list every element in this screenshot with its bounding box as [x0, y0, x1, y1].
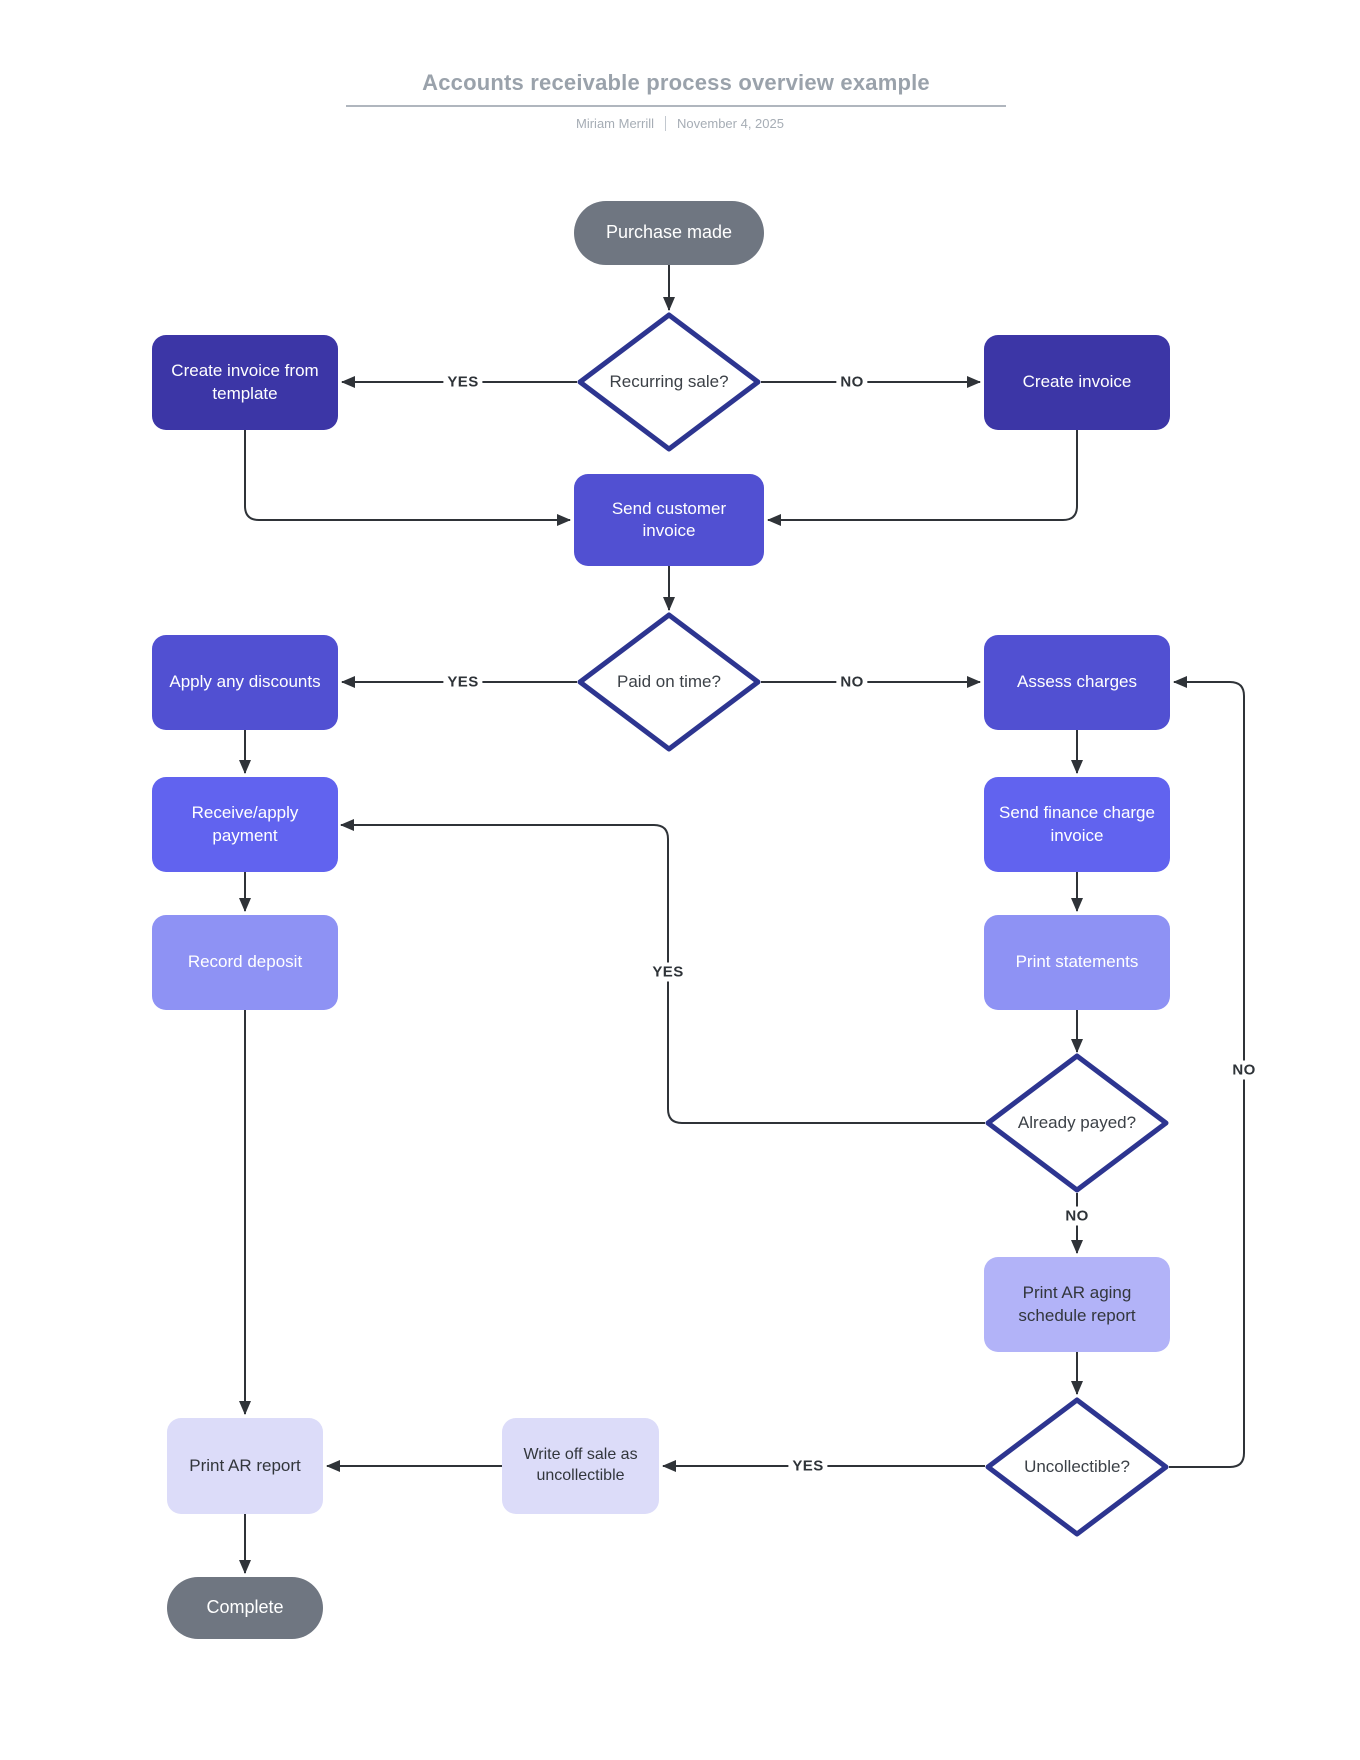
- decision-uncollectible[interactable]: Uncollectible?: [985, 1397, 1169, 1537]
- node-label: Uncollectible?: [1024, 1456, 1130, 1476]
- edge-label-recurring-no: NO: [836, 372, 868, 392]
- node-create-invoice-from-template[interactable]: Create invoice from template: [152, 335, 338, 430]
- node-label: Paid on time?: [617, 671, 721, 691]
- node-label: Receive/apply payment: [191, 803, 299, 845]
- node-record-deposit[interactable]: Record deposit: [152, 915, 338, 1010]
- node-apply-any-discounts[interactable]: Apply any discounts: [152, 635, 338, 730]
- diamond-outline: [985, 1053, 1169, 1193]
- diamond-shape: [577, 612, 761, 752]
- node-print-ar-aging-schedule-report[interactable]: Print AR aging schedule report: [984, 1257, 1170, 1352]
- node-label: Print AR aging schedule report: [1018, 1283, 1136, 1325]
- node-purchase-made[interactable]: Purchase made: [574, 201, 764, 265]
- edge-label-already-yes: YES: [648, 962, 688, 982]
- node-label: Already payed?: [1017, 1112, 1137, 1132]
- node-label: Apply any discounts: [169, 672, 321, 692]
- edge-template-to-send: [244, 430, 571, 526]
- subtitle-divider: [665, 116, 667, 131]
- node-receive-apply-payment[interactable]: Receive/apply payment: [152, 777, 338, 872]
- diamond-shape: [985, 1397, 1169, 1537]
- node-label: Create invoice from template: [171, 361, 319, 403]
- edge-label-uncollectible-yes: YES: [788, 1456, 828, 1476]
- diamond-outline: [577, 312, 761, 452]
- page-title: Accounts receivable process overview exa…: [346, 70, 1006, 107]
- decision-recurring-sale[interactable]: Recurring sale?: [577, 312, 761, 452]
- page-subtitle: Miriam Merrill November 4, 2025: [0, 116, 1360, 131]
- decision-paid-on-time[interactable]: Paid on time?: [577, 612, 761, 752]
- node-send-customer-invoice[interactable]: Send customer invoice: [574, 474, 764, 566]
- node-label: Record deposit: [187, 952, 303, 972]
- decision-already-payed[interactable]: Already payed?: [985, 1053, 1169, 1193]
- node-label: Write off sale as uncollectible: [523, 1446, 638, 1484]
- node-label: Print AR report: [189, 1455, 301, 1475]
- page-date: November 4, 2025: [677, 116, 784, 131]
- diamond-outline: [577, 612, 761, 752]
- node-create-invoice[interactable]: Create invoice: [984, 335, 1170, 430]
- page-author: Miriam Merrill: [576, 116, 655, 131]
- node-label: Recurring sale?: [609, 371, 729, 391]
- edge-label-paid-no: NO: [836, 672, 868, 692]
- diamond-shape: [985, 1053, 1169, 1193]
- node-label: Send finance charge invoice: [999, 803, 1155, 845]
- node-print-ar-report[interactable]: Print AR report: [167, 1418, 323, 1514]
- node-label: Assess charges: [1017, 672, 1137, 692]
- edge-createinvoice-to-send: [767, 430, 1078, 526]
- node-label: Print statements: [1015, 952, 1139, 972]
- node-complete[interactable]: Complete: [167, 1577, 323, 1639]
- edge-label-uncollectible-no: NO: [1228, 1060, 1260, 1080]
- node-print-statements[interactable]: Print statements: [984, 915, 1170, 1010]
- node-label: Complete: [206, 1597, 284, 1618]
- diamond-shape: [577, 312, 761, 452]
- node-send-finance-charge-invoice[interactable]: Send finance charge invoice: [984, 777, 1170, 872]
- edge-label-paid-yes: YES: [443, 672, 483, 692]
- node-label: Purchase made: [605, 222, 733, 243]
- node-write-off-sale[interactable]: Write off sale as uncollectible: [502, 1418, 659, 1514]
- edge-label-recurring-yes: YES: [443, 372, 483, 392]
- node-label: Send customer invoice: [611, 498, 727, 540]
- edge-label-already-no: NO: [1061, 1206, 1093, 1226]
- diamond-outline: [985, 1397, 1169, 1537]
- node-label: Create invoice: [1022, 372, 1132, 392]
- node-assess-charges[interactable]: Assess charges: [984, 635, 1170, 730]
